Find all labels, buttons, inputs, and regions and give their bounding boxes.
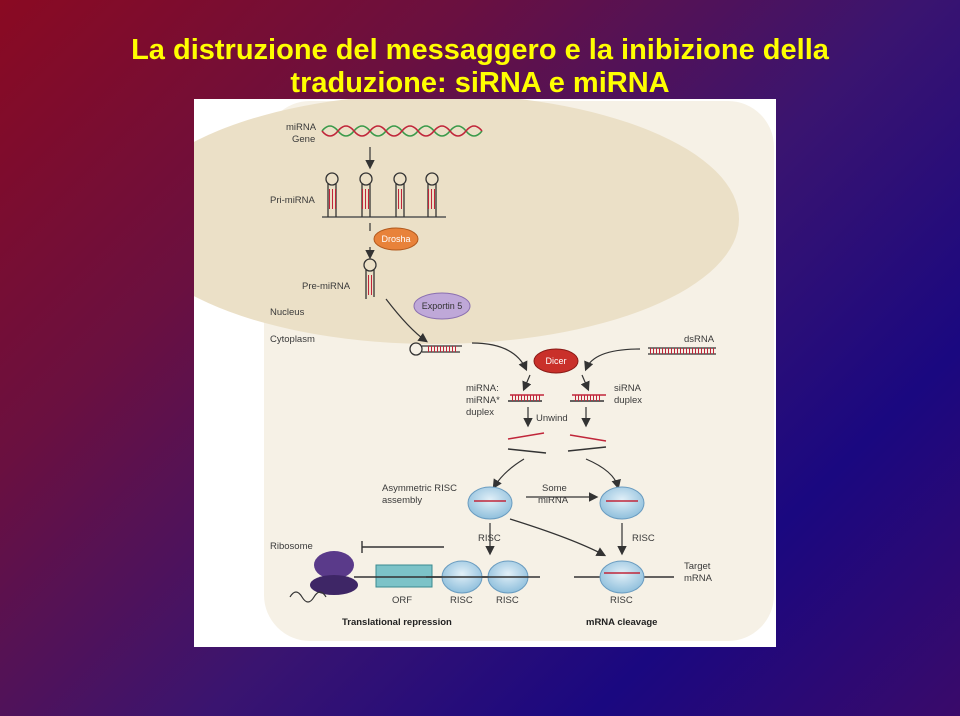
label-mirna-gene-2: Gene: [292, 134, 315, 145]
label-translational-repression: Translational repression: [342, 617, 452, 628]
label-mirna-duplex-1: miRNA:: [466, 383, 499, 394]
label-mirna-duplex-3: duplex: [466, 407, 494, 418]
label-risc-bottom-3: RISC: [610, 595, 633, 606]
label-risc-bottom-1: RISC: [450, 595, 473, 606]
pri-mirna-hairpins: [322, 172, 446, 218]
label-ribosome: Ribosome: [270, 541, 313, 552]
dicer-enzyme: [533, 348, 579, 374]
nucleus-region: [194, 99, 739, 344]
label-mirna-duplex-2: miRNA*: [466, 395, 500, 406]
label-dicer: Dicer: [545, 356, 566, 366]
label-mrna-cleavage: mRNA cleavage: [586, 617, 657, 628]
drosha-enzyme: [373, 227, 419, 251]
label-asym-risc-2: assembly: [382, 495, 422, 506]
label-some-mirna-1: Some: [542, 483, 567, 494]
sirna-duplex: [570, 394, 606, 402]
risc-complex-left: [467, 486, 513, 520]
unwound-strands: [507, 432, 607, 454]
dna-helix: [321, 125, 483, 137]
label-orf: ORF: [392, 595, 412, 606]
label-risc-bottom-2: RISC: [496, 595, 519, 606]
label-asym-risc-1: Asymmetric RISC: [382, 483, 457, 494]
risc-cleavage: [599, 560, 645, 594]
ribosome: [310, 551, 358, 595]
label-exportin: Exportin 5: [422, 301, 463, 311]
label-drosha: Drosha: [381, 234, 410, 244]
pre-mirna-hairpin: [363, 258, 377, 299]
label-target-mrna-2: mRNA: [684, 573, 713, 584]
label-sirna-duplex-2: duplex: [614, 395, 642, 406]
label-target-mrna-1: Target: [684, 561, 711, 572]
mirna-pathway-figure: miRNA Gene Pri-miRNA Drosha Pre-miRNA Ex…: [194, 99, 776, 647]
risc-complex-right: [599, 486, 645, 520]
label-sirna-duplex-1: siRNA: [614, 383, 642, 394]
dsrna-molecule: [648, 347, 716, 355]
slide-title-line-1: La distruzione del messaggero e la inibi…: [131, 34, 829, 66]
label-pre-mirna: Pre-miRNA: [302, 281, 351, 292]
pathway-diagram: miRNA Gene Pri-miRNA Drosha Pre-miRNA Ex…: [194, 99, 774, 641]
label-some-mirna-2: miRNA: [538, 495, 569, 506]
slide-title: La distruzione del messaggero e la inibi…: [0, 34, 960, 100]
label-mirna-gene-1: miRNA: [286, 122, 317, 133]
exportin-5: [413, 292, 471, 320]
label-nucleus: Nucleus: [270, 307, 305, 318]
label-risc-right: RISC: [632, 533, 655, 544]
cytoplasmic-pre-mirna: [409, 342, 462, 356]
label-dsrna: dsRNA: [684, 334, 715, 345]
mirna-duplex: [508, 394, 544, 402]
label-unwind: Unwind: [536, 413, 568, 424]
label-pri-mirna: Pri-miRNA: [270, 195, 316, 206]
slide-title-line-2: traduzione: siRNA e miRNA: [290, 67, 670, 99]
label-cytoplasm: Cytoplasm: [270, 334, 315, 345]
